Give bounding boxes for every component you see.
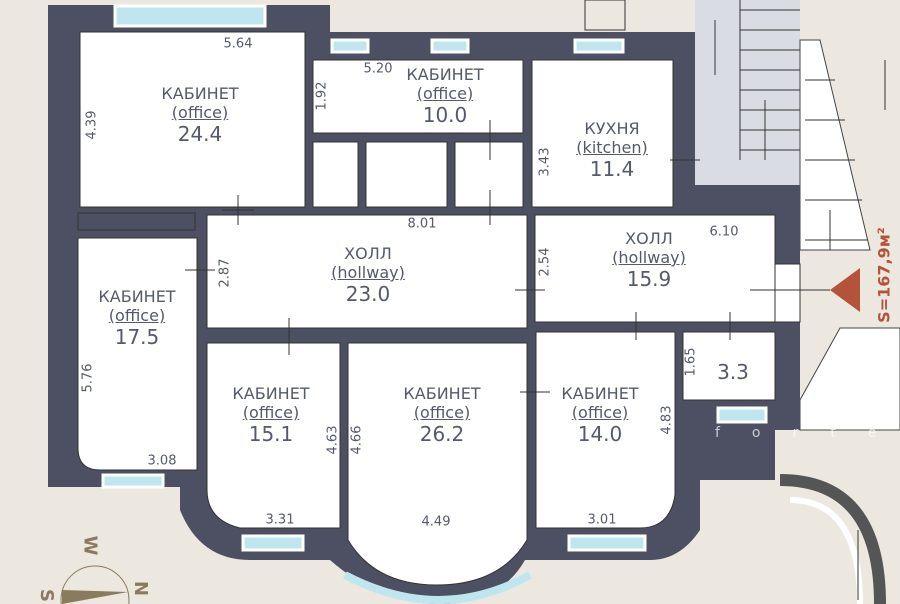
room-office-17: КАБИНЕТ(office)17.5 [98,287,176,349]
door-marks [185,120,830,393]
room-hallway-15: ХОЛЛ(hollway)15.9 [612,229,686,291]
watermark: fortex [715,425,900,441]
outer-stairs-steps [805,60,886,250]
compass-w: W [79,535,101,556]
room-hallway-23: ХОЛЛ(hollway)23.0 [331,244,405,306]
dim: 1.92 [314,81,330,111]
room-office-15: КАБИНЕТ(office)15.1 [232,384,310,446]
dim: 4.83 [659,405,675,435]
stairs [695,0,800,185]
dim: 4.49 [421,514,451,530]
porch-steps [779,474,886,604]
room-office-26: КАБИНЕТ(office)26.2 [403,384,481,446]
total-area-label: S=167,9м² [874,227,894,323]
dim: 1.65 [683,347,699,377]
dim: 4.63 [325,425,341,455]
rooms [77,31,801,586]
dim: 4.66 [349,425,365,455]
room-storage: 3.3 [717,360,749,384]
stairs-steps [584,0,800,160]
outer-stairs [799,39,871,251]
dim: 3.01 [587,512,617,528]
dim: 5.64 [223,36,253,52]
dim: 3.31 [265,512,295,528]
room-office-14: КАБИНЕТ(office)14.0 [561,384,639,446]
room-office-10: КАБИНЕТ(office)10.0 [406,65,484,127]
dim: 3.43 [537,147,553,177]
dim: 5.76 [80,363,96,393]
compass-icon [60,565,130,604]
dim: 3.08 [147,453,177,469]
dim: 6.10 [709,224,739,240]
room-office-24: КАБИНЕТ(office)24.4 [161,84,239,146]
dim: 4.39 [84,110,100,140]
dim: 8.01 [407,216,437,232]
compass-s: S [35,589,57,602]
porch [799,327,900,431]
dim: 2.87 [217,258,233,288]
room-kitchen: КУХНЯ(kitchen)11.4 [576,119,648,181]
dim: 2.54 [537,247,553,277]
compass-n: N [130,580,152,597]
entrance-arrow [830,268,860,312]
windows [101,4,768,604]
dim: 5.20 [363,61,393,77]
